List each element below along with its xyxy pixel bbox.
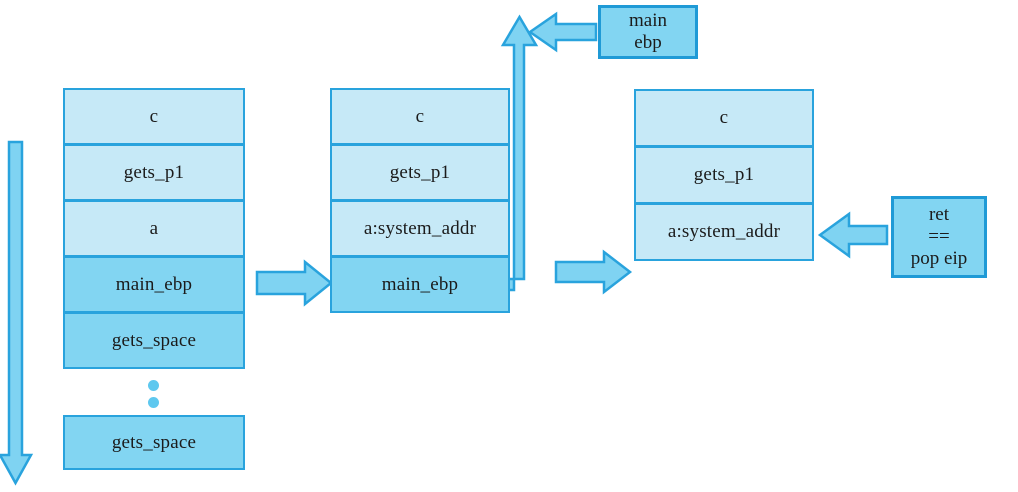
- stack-growth-arrow: [0, 140, 34, 486]
- cell-label: main_ebp: [115, 273, 193, 295]
- cell-label: gets_space: [111, 329, 197, 351]
- cell-label: c: [415, 105, 425, 127]
- main-ebp-note-arrow: [527, 11, 598, 53]
- stack-after-leave-cell-1[interactable]: gets_p1: [634, 146, 814, 204]
- cell-label: a: [149, 217, 159, 239]
- cell-label: a:system_addr: [363, 217, 477, 239]
- ret-note-line-2: pop eip: [910, 247, 968, 269]
- ret-note[interactable]: ret == pop eip: [891, 196, 987, 278]
- stack-before-cell-0[interactable]: c: [63, 88, 245, 145]
- stack-before-tail-cell[interactable]: gets_space: [63, 415, 245, 470]
- main-ebp-note-line-0: main: [629, 10, 667, 32]
- ret-note-line-1: ==: [928, 226, 950, 248]
- cell-label: gets_p1: [389, 161, 451, 183]
- cell-label: gets_p1: [123, 161, 185, 183]
- stack-before-cell-4[interactable]: gets_space: [63, 312, 245, 369]
- main-ebp-note-line-1: ebp: [634, 32, 662, 53]
- transition-arrow-2: [554, 249, 633, 295]
- ellipsis-dot-2: [148, 397, 159, 408]
- ellipsis-dot-1: [148, 380, 159, 391]
- stack-after-leave-cell-2[interactable]: a:system_addr: [634, 203, 814, 261]
- stack-before-cell-2[interactable]: a: [63, 200, 245, 257]
- stack-overwritten-cell-2[interactable]: a:system_addr: [330, 200, 510, 257]
- cell-label: c: [149, 105, 159, 127]
- stack-overwritten-cell-1[interactable]: gets_p1: [330, 144, 510, 201]
- cell-label: a:system_addr: [667, 221, 781, 242]
- cell-label: gets_p1: [693, 164, 755, 185]
- transition-arrow-1: [255, 259, 333, 307]
- cell-label: c: [719, 107, 729, 128]
- main-ebp-note[interactable]: main ebp: [598, 5, 698, 59]
- ret-note-line-0: ret: [928, 204, 950, 226]
- cell-label: gets_space: [111, 431, 197, 453]
- stack-overwritten-cell-0[interactable]: c: [330, 88, 510, 145]
- cell-label: main_ebp: [381, 273, 459, 295]
- stack-before-cell-3[interactable]: main_ebp: [63, 256, 245, 313]
- stack-before-cell-1[interactable]: gets_p1: [63, 144, 245, 201]
- ret-pop-eip-arrow: [817, 211, 889, 259]
- stack-after-leave-cell-0[interactable]: c: [634, 89, 814, 147]
- stack-overwritten-cell-3[interactable]: main_ebp: [330, 256, 510, 313]
